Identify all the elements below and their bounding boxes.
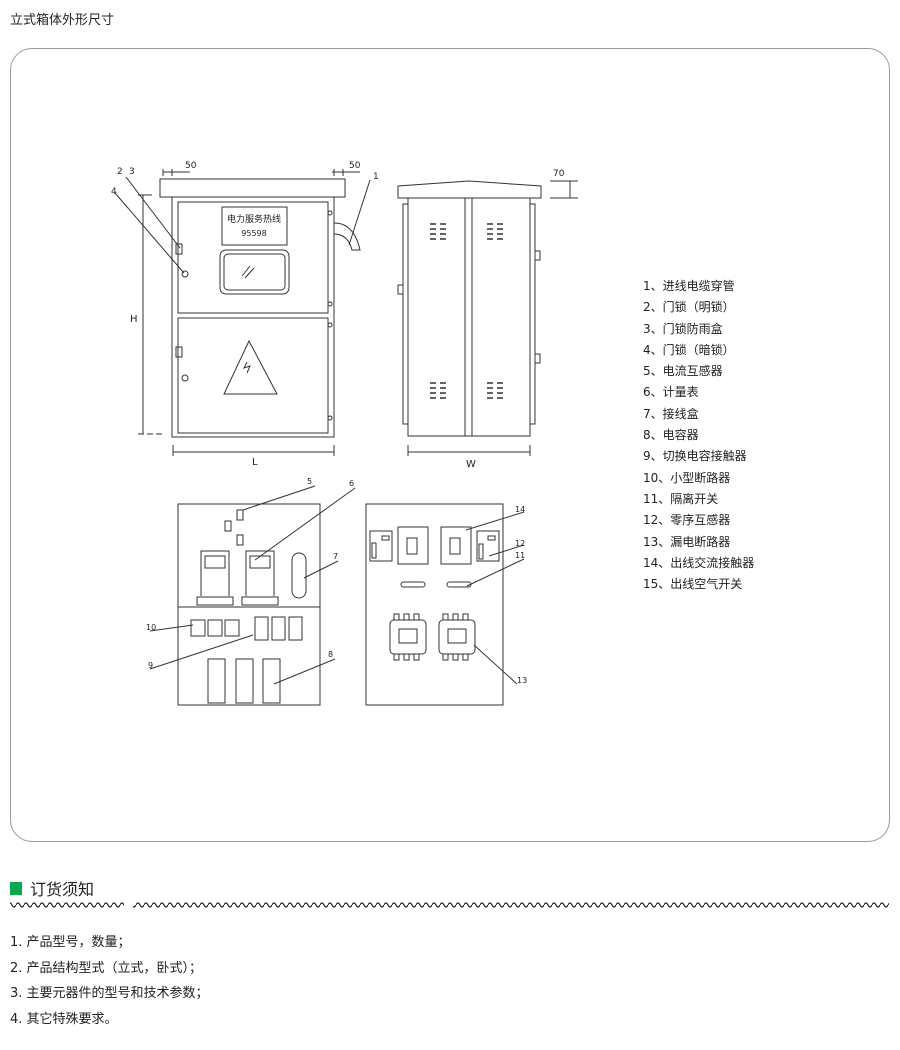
legend-item: 6、计量表	[643, 385, 699, 400]
dim-h: H	[130, 314, 138, 325]
green-square-icon	[10, 881, 22, 895]
dim-50-right: 50	[349, 161, 361, 171]
callout-13: 13	[517, 676, 527, 685]
callout-11: 11	[515, 551, 525, 560]
order-notes-heading: 订货须知	[30, 880, 95, 899]
legend-item: 11、隔离开关	[643, 491, 719, 506]
callout-6: 6	[349, 479, 354, 488]
inner-panel-left: 5 6 7 8 9 10	[146, 477, 356, 706]
legend-item: 5、电流互感器	[643, 364, 723, 379]
callout-1: 1	[373, 172, 379, 182]
legend-item: 9、切换电容接触器	[643, 449, 747, 464]
callout-4: 4	[111, 187, 117, 197]
callout-3: 3	[129, 167, 135, 177]
callout-5: 5	[307, 477, 312, 486]
legend-item: 15、出线空气开关	[643, 577, 743, 592]
legend-item: 4、门锁（暗锁）	[643, 342, 735, 357]
legend-item: 14、出线交流接触器	[643, 555, 755, 570]
callout-9: 9	[148, 661, 153, 670]
wavy-divider	[10, 898, 889, 912]
order-notes-list: 1. 产品型号，数量； 2. 产品结构型式（立式，卧式）； 3. 主要元器件的型…	[10, 930, 209, 1032]
cabinet-drawing: 电力服务热线 95598 50 50 H L 2 3 4 1 W 70 5 6 …	[111, 161, 578, 706]
legend-item: 1、进线电缆穿管	[643, 279, 735, 293]
callout-8: 8	[328, 650, 333, 659]
side-view: W 70	[397, 169, 578, 470]
sign-text: 电力服务热线	[227, 213, 281, 225]
legend-item: 3、门锁防雨盒	[643, 321, 723, 336]
dim-70: 70	[553, 169, 565, 179]
sign-number: 95598	[241, 229, 266, 238]
legend-item: 10、小型断路器	[643, 470, 731, 485]
order-note: 3. 主要元器件的型号和技术参数；	[10, 986, 209, 1001]
legend-item: 13、漏电断路器	[643, 534, 731, 549]
callout-7: 7	[333, 552, 338, 561]
order-note: 4. 其它特殊要求。	[10, 1011, 118, 1027]
callout-10: 10	[146, 623, 156, 632]
dim-w: W	[466, 459, 476, 470]
order-note: 2. 产品结构型式（立式，卧式）；	[10, 960, 203, 976]
parts-legend: 1、进线电缆穿管 2、门锁（明锁） 3、门锁防雨盒 4、门锁（暗锁） 5、电流互…	[643, 276, 754, 595]
dim-50-left: 50	[185, 161, 197, 171]
legend-item: 12、零序互感器	[643, 513, 731, 528]
callout-2: 2	[117, 167, 123, 177]
drawing-frame	[10, 48, 890, 842]
callout-14: 14	[515, 505, 525, 514]
section-title: 立式箱体外形尺寸	[10, 13, 115, 28]
callout-12: 12	[515, 539, 525, 548]
legend-item: 7、接线盒	[643, 406, 699, 421]
front-view: 电力服务热线 95598 50 50 H L 2 3 4 1	[111, 161, 379, 468]
order-notes-header: 订货须知	[10, 876, 94, 900]
dim-l: L	[252, 457, 258, 468]
legend-item: 2、门锁（明锁）	[643, 300, 735, 315]
inner-panel-right: 14 12 11 13	[365, 503, 527, 706]
legend-item: 8、电容器	[643, 428, 699, 443]
order-note: 1. 产品型号，数量；	[10, 935, 131, 950]
